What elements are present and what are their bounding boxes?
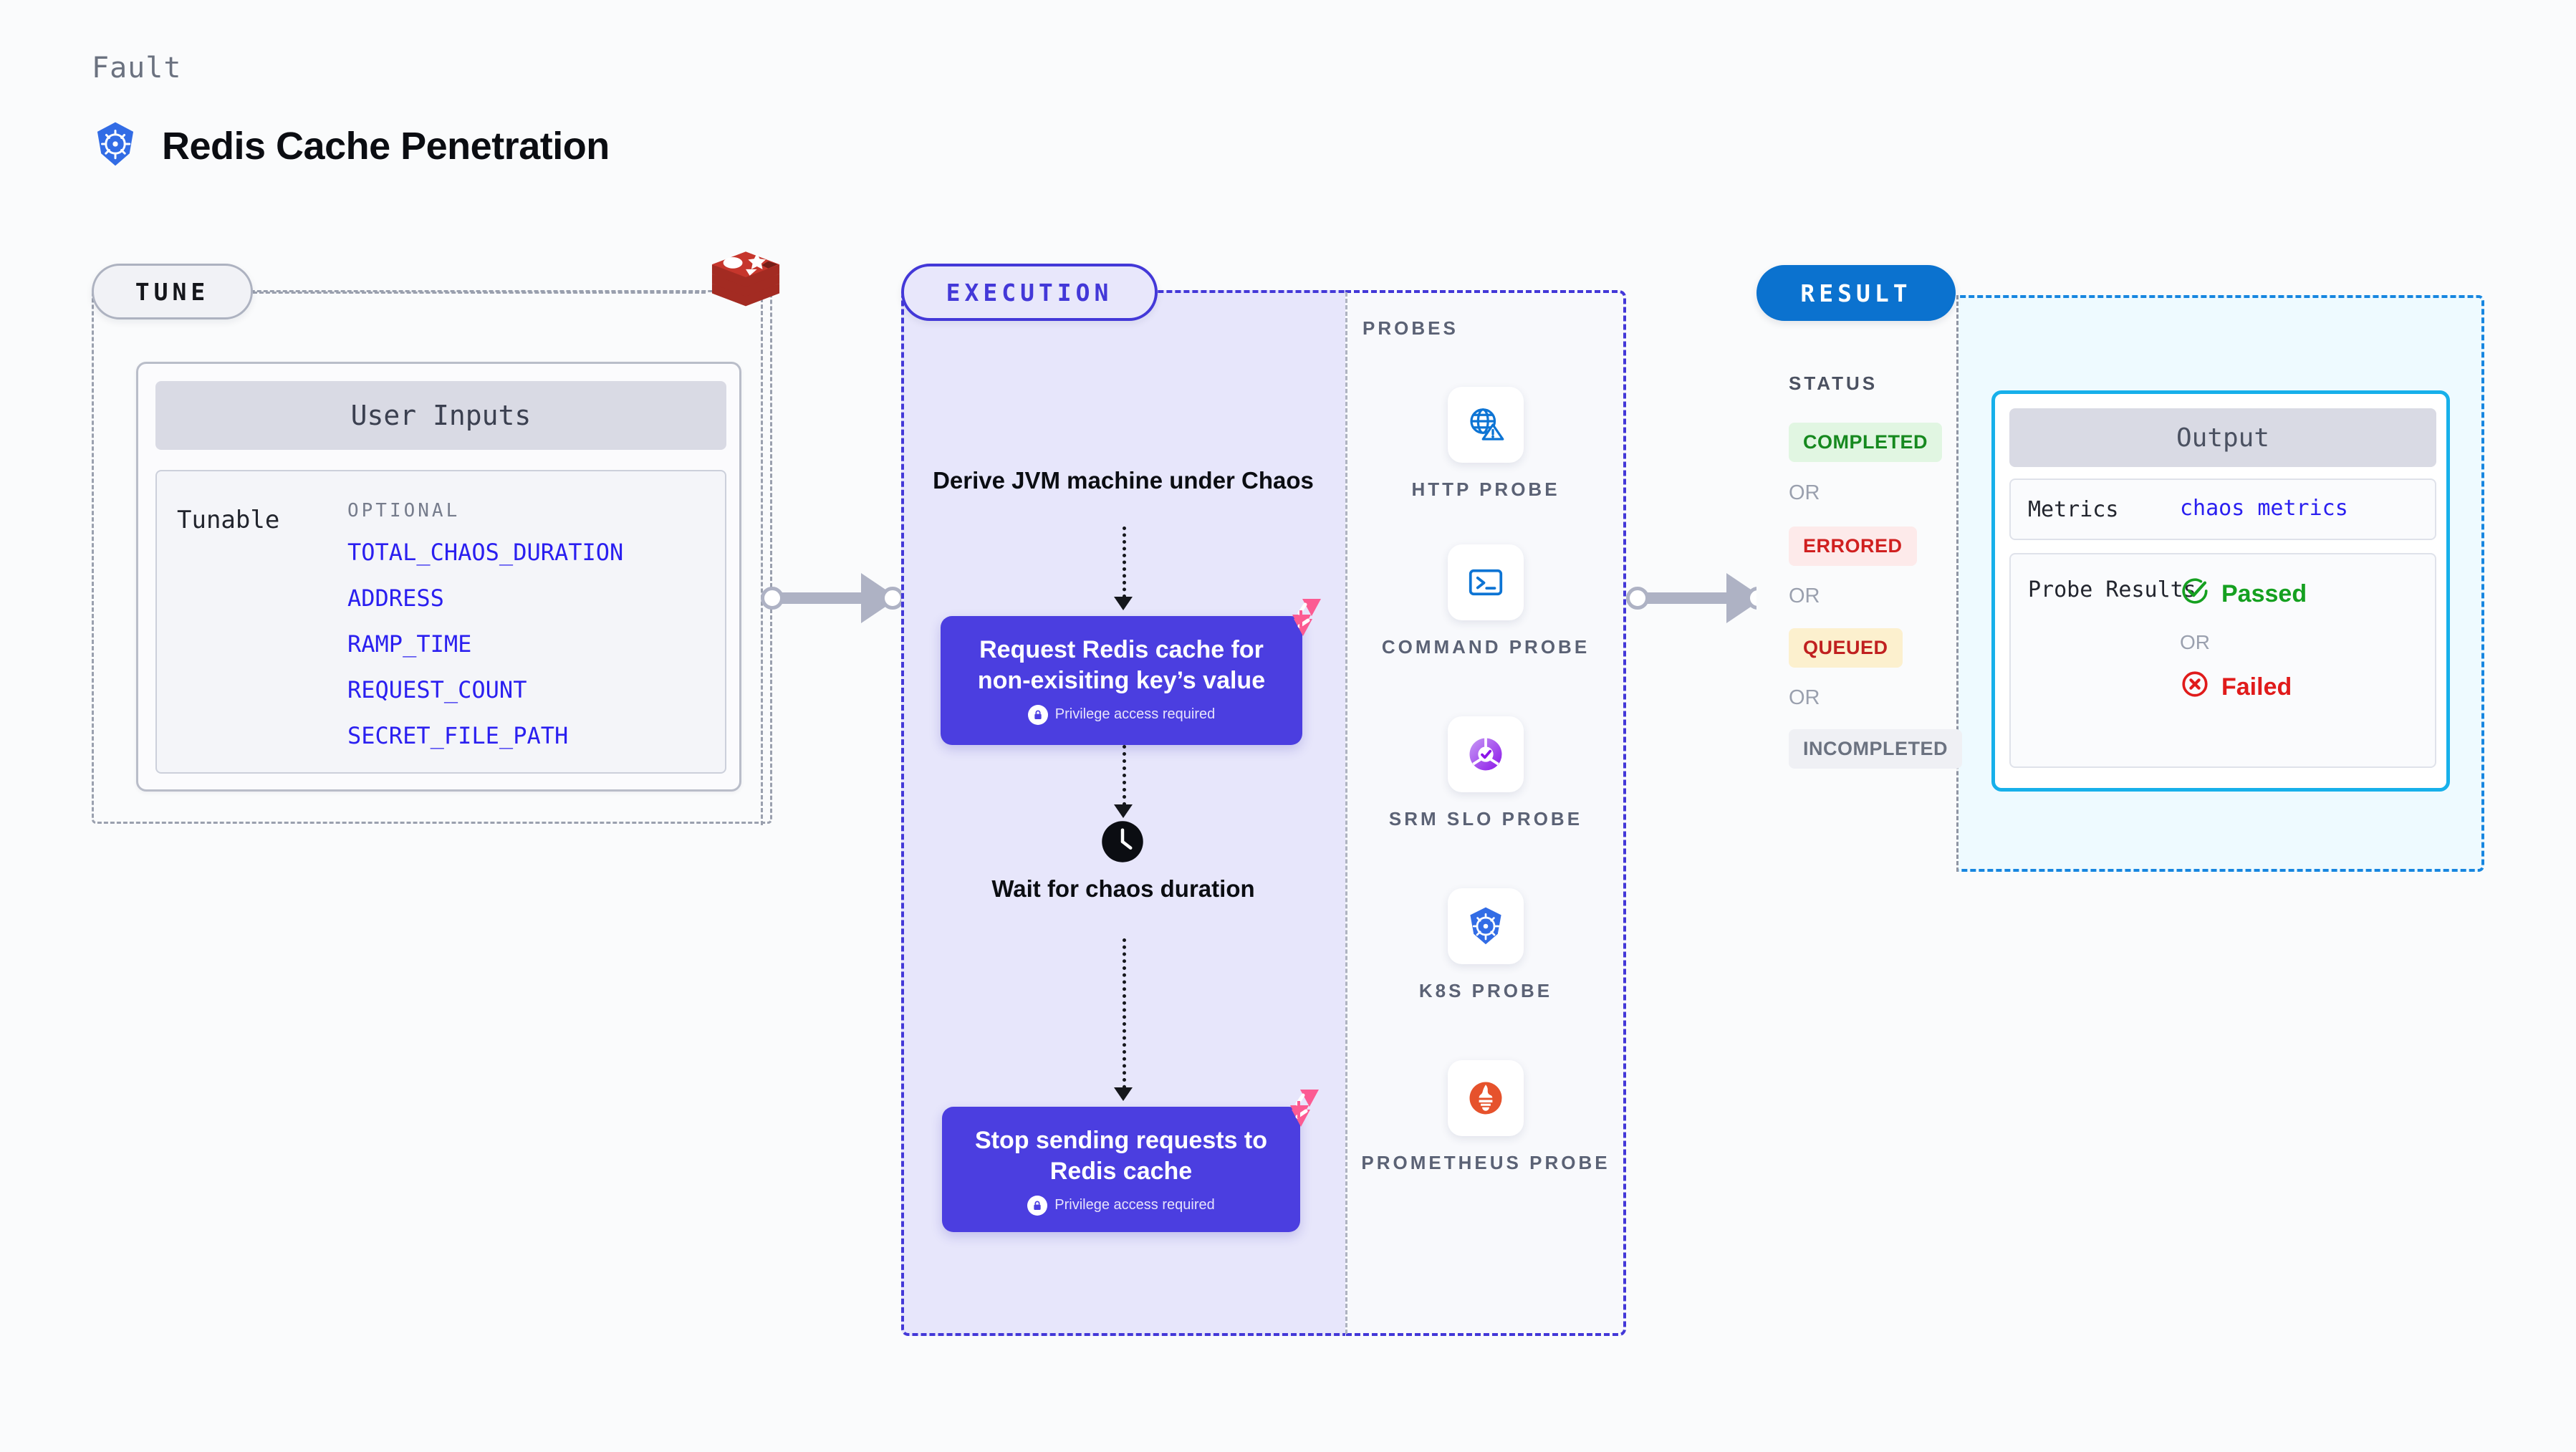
- optional-params-column: OPTIONAL TOTAL_CHAOS_DURATION ADDRESS RA…: [347, 500, 623, 768]
- node-privilege-note: Privilege access required: [963, 1195, 1279, 1216]
- flow-line: [1123, 745, 1126, 806]
- probes-divider: [1345, 292, 1347, 1334]
- check-circle-icon: [2180, 576, 2210, 612]
- probe-label: PROMETHEUS PROBE: [1361, 1152, 1610, 1173]
- page-title: Redis Cache Penetration: [162, 124, 610, 168]
- node-title: Stop sending requests to Redis cache: [974, 1127, 1268, 1185]
- probe-item-srm-slo[interactable]: SRM SLO PROBE: [1345, 716, 1626, 833]
- chaos-ribbon-icon: [1276, 1088, 1320, 1133]
- lock-icon: [1027, 1195, 1048, 1216]
- param-item[interactable]: ADDRESS: [347, 585, 444, 612]
- probe-result-failed: Failed: [2180, 669, 2292, 706]
- probes-label: PROBES: [1363, 317, 1458, 339]
- execution-node-card[interactable]: Request Redis cache for non-exisiting ke…: [941, 599, 1321, 745]
- result-badge[interactable]: RESULT: [1756, 265, 1956, 321]
- flow-arrow: [1114, 804, 1133, 818]
- flow-arrow: [1114, 597, 1133, 610]
- chaos-ribbon-icon: [1278, 597, 1322, 643]
- output-probe-results-row: Probe Results Passed OR: [2009, 553, 2436, 768]
- probe-item-http[interactable]: HTTP PROBE: [1345, 387, 1626, 504]
- globe-warning-icon: [1448, 387, 1524, 463]
- failed-label: Failed: [2221, 673, 2292, 701]
- passed-label: Passed: [2221, 580, 2307, 607]
- probe-item-command[interactable]: COMMAND PROBE: [1345, 544, 1626, 661]
- flow-arrow: [1114, 1087, 1133, 1101]
- page-header: Redis Cache Penetration: [92, 120, 610, 171]
- param-item[interactable]: TOTAL_CHAOS_DURATION: [347, 539, 624, 566]
- tune-logo-connector-line: [253, 292, 706, 294]
- page-kicker: Fault: [92, 52, 182, 85]
- flow-line: [1123, 938, 1126, 1089]
- probe-label: K8S PROBE: [1418, 980, 1553, 1001]
- x-circle-icon: [2180, 669, 2210, 706]
- output-metrics-row: Metrics chaos metrics: [2009, 479, 2436, 540]
- probe-results-key: Probe Results: [2028, 577, 2196, 602]
- probe-label: HTTP PROBE: [1411, 479, 1560, 500]
- output-header: Output: [2009, 408, 2436, 467]
- user-inputs-card: User Inputs Tunable OPTIONAL TOTAL_CHAOS…: [136, 362, 741, 792]
- slo-donut-check-icon: [1448, 716, 1524, 792]
- kubernetes-icon: [92, 120, 139, 171]
- node-title: Request Redis cache for non-exisiting ke…: [977, 636, 1266, 694]
- lock-icon: [1027, 704, 1048, 725]
- node-privilege-text: Privilege access required: [1054, 706, 1216, 723]
- or-separator: OR: [1789, 686, 1820, 709]
- flow-caption: Derive JVM machine under Chaos: [933, 467, 1314, 494]
- execution-flow: Derive JVM machine under Chaos Request R…: [901, 290, 1345, 1336]
- status-title: STATUS: [1789, 372, 1878, 394]
- wait-label: Wait for chaos duration: [991, 875, 1255, 902]
- tune-badge[interactable]: TUNE: [92, 264, 253, 319]
- probe-result-passed: Passed: [2180, 576, 2307, 612]
- status-badge-incompleted: INCOMPLETED: [1789, 729, 1963, 769]
- status-badge-errored: ERRORED: [1789, 527, 1917, 566]
- tune-to-execution-connector: [761, 573, 904, 623]
- probe-label: SRM SLO PROBE: [1388, 808, 1583, 830]
- user-inputs-header: User Inputs: [155, 381, 726, 450]
- kubernetes-icon: [1448, 888, 1524, 964]
- probes-container: [1345, 290, 1626, 1336]
- param-item[interactable]: REQUEST_COUNT: [347, 676, 527, 703]
- node-privilege-note: Privilege access required: [962, 704, 1281, 725]
- metrics-value[interactable]: chaos metrics: [2180, 496, 2348, 521]
- or-separator: OR: [1789, 481, 1820, 504]
- probe-label: COMMAND PROBE: [1381, 636, 1590, 658]
- output-card: Output Metrics chaos metrics Probe Resul…: [1991, 390, 2450, 792]
- prometheus-icon: [1448, 1060, 1524, 1136]
- flow-line: [1123, 527, 1126, 598]
- execution-badge[interactable]: EXECUTION: [901, 264, 1158, 321]
- status-badge-completed: COMPLETED: [1789, 423, 1943, 462]
- clock-icon: [1101, 820, 1144, 863]
- node-privilege-text: Privilege access required: [1054, 1197, 1215, 1213]
- probe-item-k8s[interactable]: K8S PROBE: [1345, 888, 1626, 1005]
- metrics-key: Metrics: [2028, 497, 2119, 522]
- tune-right-edge: [761, 292, 763, 825]
- terminal-icon: [1448, 544, 1524, 620]
- probe-item-prometheus[interactable]: PROMETHEUS PROBE: [1345, 1060, 1626, 1177]
- execution-to-result-connector: [1626, 573, 1769, 623]
- param-item[interactable]: SECRET_FILE_PATH: [347, 722, 569, 749]
- redis-icon: [706, 244, 786, 327]
- tunable-section: Tunable OPTIONAL TOTAL_CHAOS_DURATION AD…: [155, 470, 726, 774]
- status-badge-queued: QUEUED: [1789, 628, 1903, 668]
- param-item[interactable]: RAMP_TIME: [347, 630, 472, 658]
- or-separator: OR: [1789, 585, 1820, 607]
- tunable-label: Tunable: [177, 506, 280, 534]
- status-subpanel: [1756, 295, 1959, 872]
- execution-node-card[interactable]: Stop sending requests to Redis cache Pri…: [942, 1090, 1319, 1232]
- optional-label: OPTIONAL: [347, 500, 461, 521]
- or-separator: OR: [2180, 631, 2210, 653]
